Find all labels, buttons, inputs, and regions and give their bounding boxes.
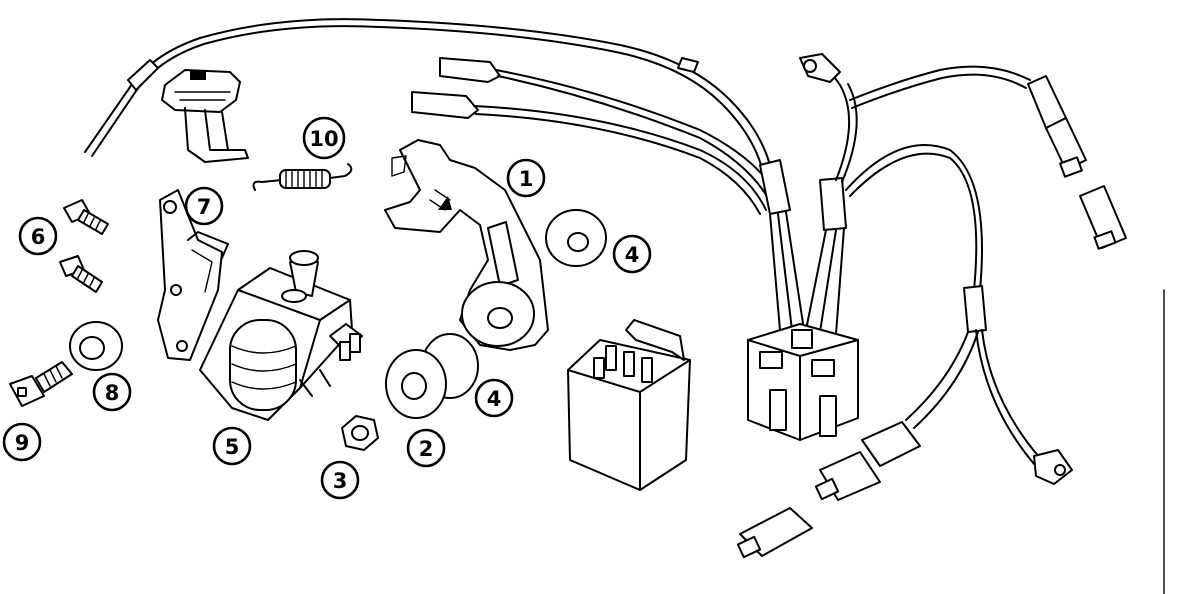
part-5-solenoid xyxy=(199,250,363,421)
callout-7-label: 7 xyxy=(197,195,212,219)
part-2-pulley xyxy=(385,333,479,419)
callout-7: 7 xyxy=(184,186,224,226)
part-6-screws xyxy=(59,199,109,293)
callout-6-label: 6 xyxy=(31,225,46,249)
callout-6: 6 xyxy=(18,216,58,256)
harness-connector-block xyxy=(747,323,859,441)
callout-1-label: 1 xyxy=(519,167,534,191)
callout-5-label: 5 xyxy=(225,435,240,459)
harness-bundle xyxy=(759,53,1041,465)
part-8-grommet xyxy=(69,321,123,371)
part-10-spring xyxy=(252,163,353,191)
long-cable xyxy=(84,18,771,169)
callout-4-upper: 4 xyxy=(612,234,652,274)
callout-10-label: 10 xyxy=(309,127,338,151)
callout-2-label: 2 xyxy=(419,437,434,461)
callout-4-lower: 4 xyxy=(474,378,514,418)
callout-4-upper-label: 4 xyxy=(625,243,640,267)
harness-flat-connectors xyxy=(411,57,781,215)
callout-10: 10 xyxy=(302,116,346,160)
part-3-nut xyxy=(341,415,379,451)
callout-9-label: 9 xyxy=(15,431,30,455)
part-4-washer xyxy=(545,209,607,267)
callout-8-label: 8 xyxy=(105,381,120,405)
part-7-mounting-bracket xyxy=(157,189,229,361)
callout-3-label: 3 xyxy=(333,469,348,493)
harness-bottom-connectors xyxy=(736,421,1073,559)
part-9-bolt xyxy=(9,361,73,407)
callout-5: 5 xyxy=(212,426,252,466)
callout-3: 3 xyxy=(320,460,360,500)
cable-clip-bracket xyxy=(161,69,249,163)
callout-1: 1 xyxy=(506,158,546,198)
harness-top-right-connector xyxy=(1027,75,1127,250)
callout-4-lower-label: 4 xyxy=(487,387,502,411)
part-1-lever-bracket xyxy=(384,139,549,351)
callout-2: 2 xyxy=(406,428,446,468)
callout-8: 8 xyxy=(92,372,132,412)
relay-unit xyxy=(567,319,691,491)
callout-9: 9 xyxy=(2,422,42,462)
